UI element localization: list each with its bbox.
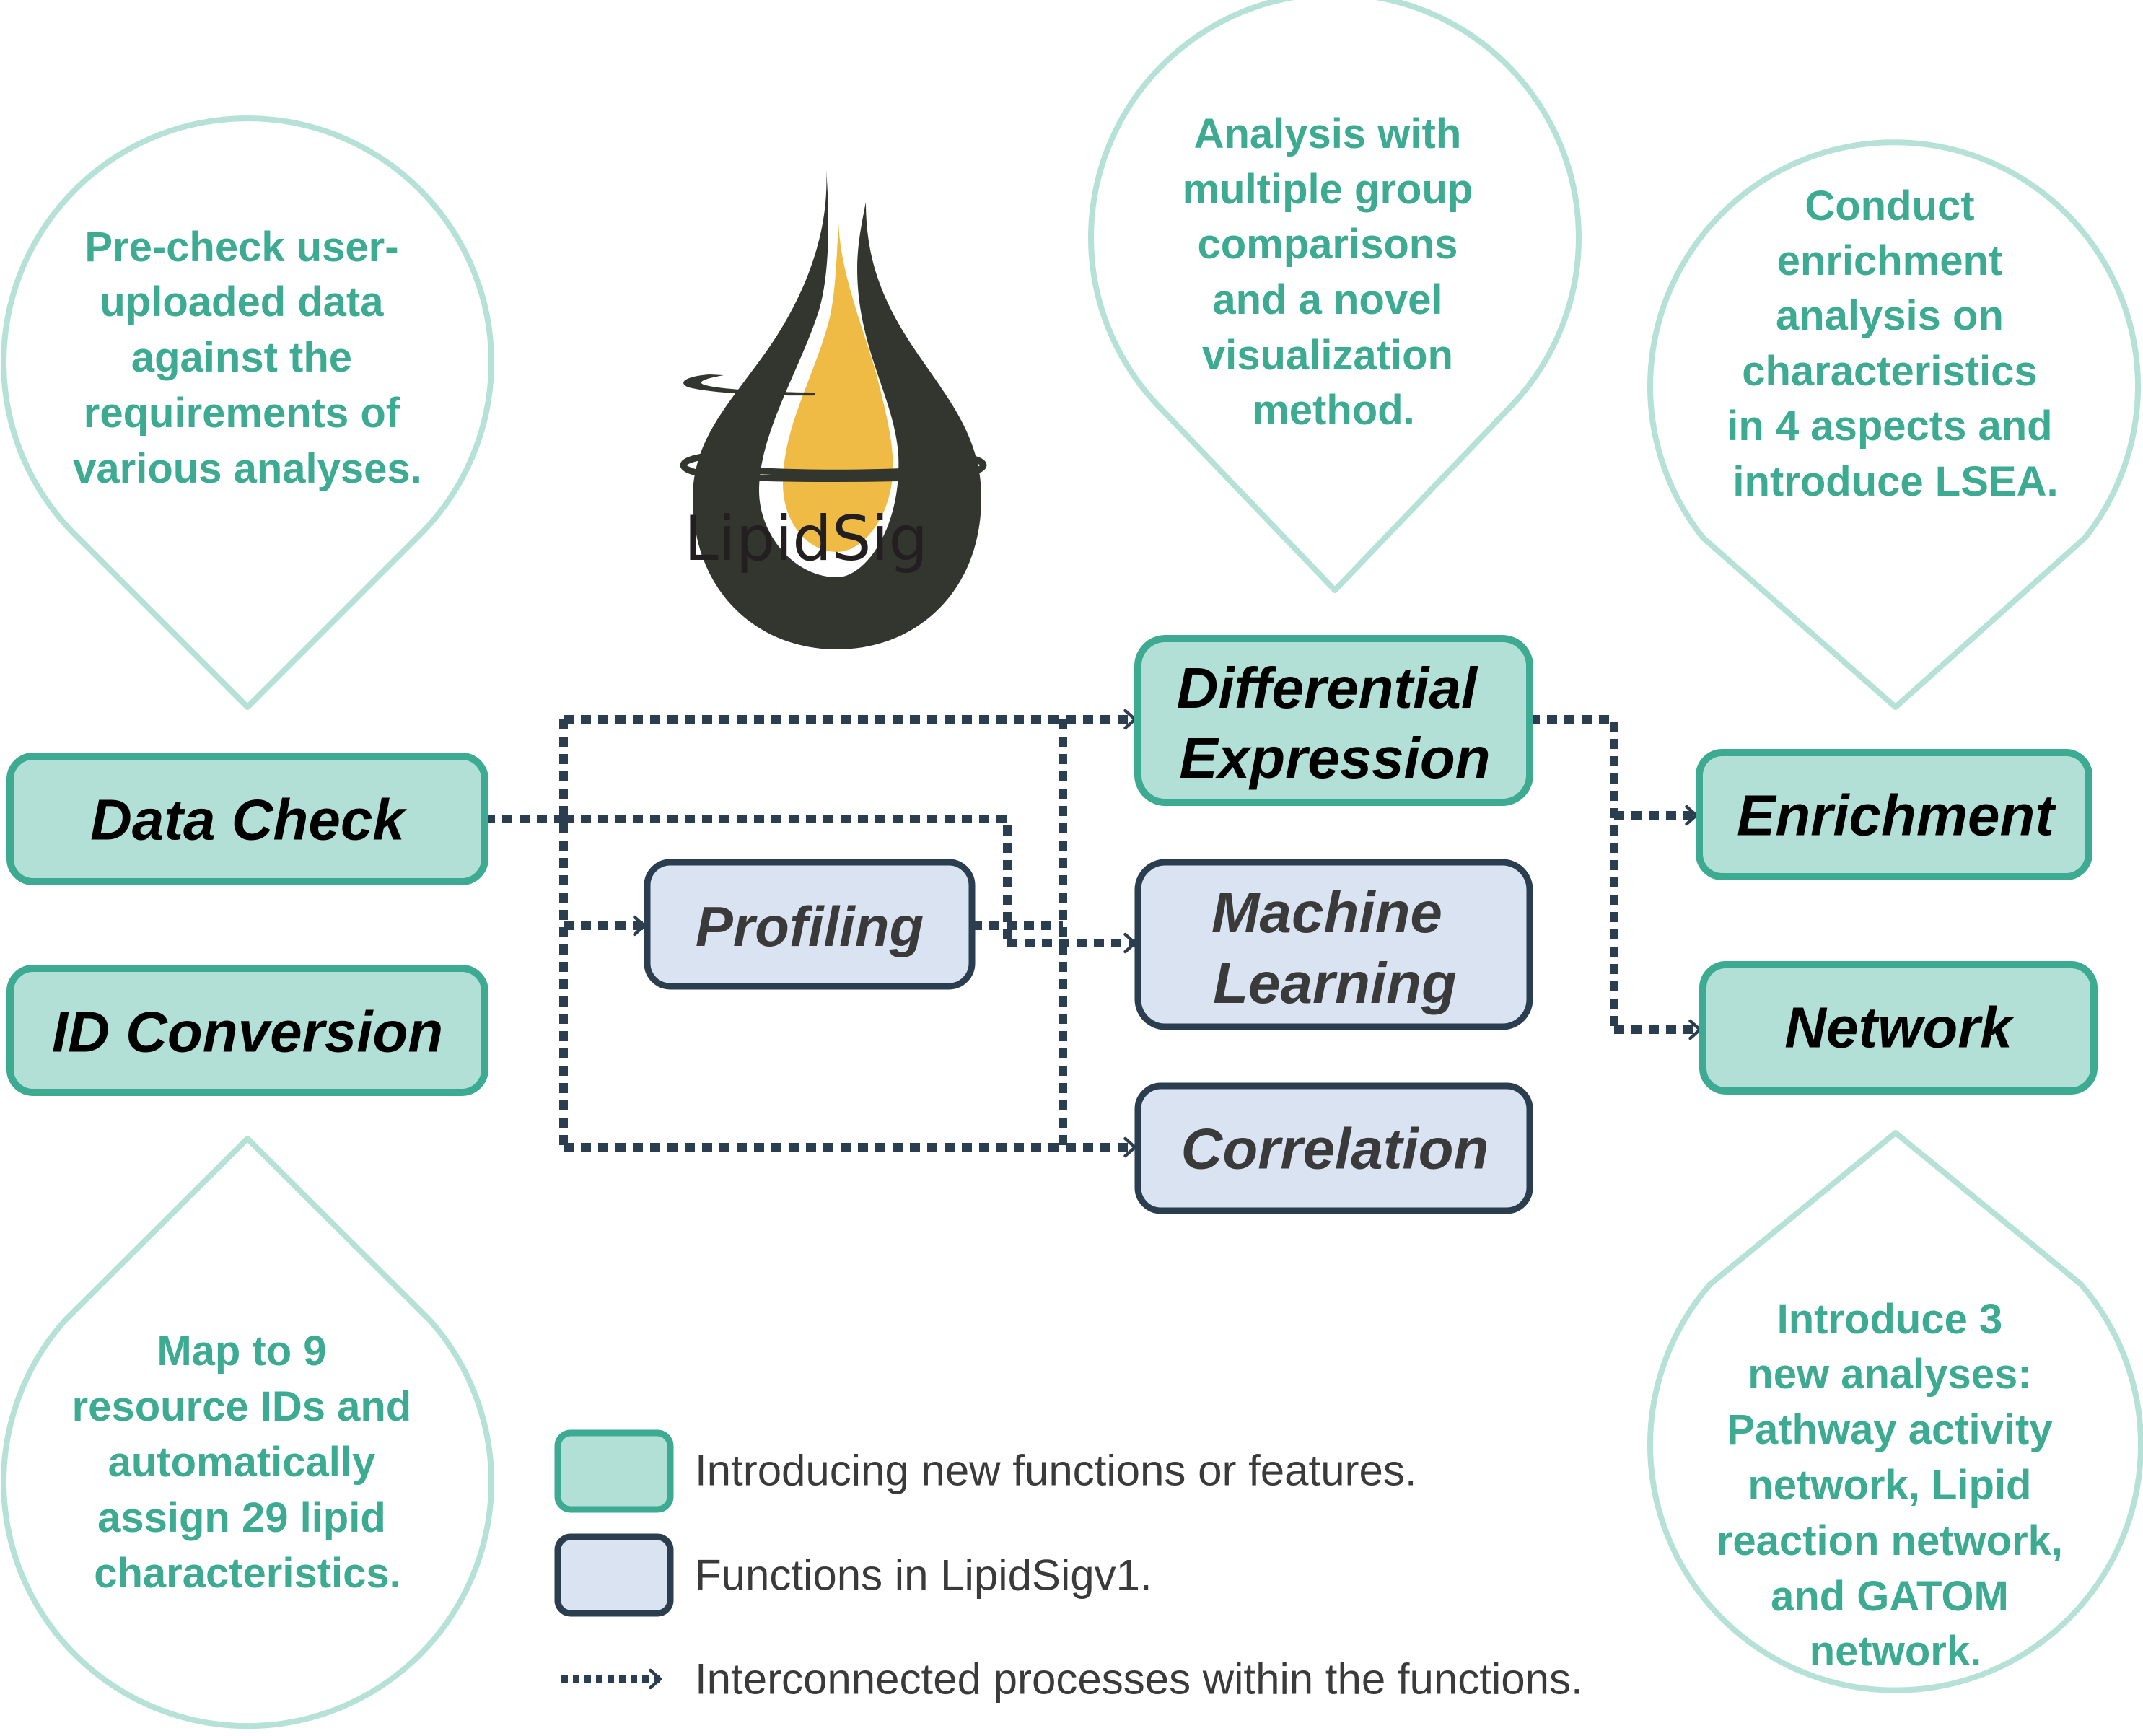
node-label: Correlation [1181, 1117, 1489, 1181]
callout-data-check: Pre-check user- uploaded data against th… [1, 115, 494, 710]
node-profiling[interactable]: Profiling [644, 859, 976, 990]
node-differential-expression[interactable]: Differential Expression [1134, 635, 1533, 806]
node-label: Profiling [696, 895, 924, 958]
node-machine-learning[interactable]: Machine Learning [1134, 859, 1533, 1030]
callout-enrichment: Conduct enrichment analysis on character… [1647, 139, 2141, 710]
node-data-check[interactable]: Data Check [6, 753, 488, 885]
callout-pin-shape [1647, 139, 2141, 710]
legend-label-new: Introducing new functions or features. [695, 1447, 1417, 1495]
node-label: Data Check [90, 788, 407, 852]
connector-de-out [1530, 715, 1618, 1030]
legend-item-arrow: Interconnected processes within the func… [561, 1655, 1583, 1704]
logo-wordmark: LipidSig [684, 503, 928, 575]
legend-item-new: Introducing new functions or features. [554, 1429, 1417, 1513]
function-nodes: Data Check ID Conversion Profiling Diffe… [6, 635, 2098, 1214]
legend-swatch-new [554, 1429, 674, 1513]
legend-item-v1: Functions in LipidSigv1. [554, 1533, 1152, 1617]
legend-label-arrow: Interconnected processes within the func… [695, 1655, 1583, 1704]
legend-swatch-v1 [554, 1533, 674, 1617]
callout-text: Map to 9 resource IDs and automatically … [72, 1328, 424, 1597]
node-label: Machine Learning [1211, 880, 1458, 1015]
node-label: Enrichment [1737, 784, 2056, 848]
callout-pin-shape [1, 1136, 494, 1730]
legend: Introducing new functions or features. F… [554, 1429, 1583, 1704]
legend-label-v1: Functions in LipidSigv1. [695, 1551, 1152, 1600]
lipidsig-logo: LipidSig [680, 170, 987, 649]
node-id-conversion[interactable]: ID Conversion [6, 965, 488, 1096]
callout-id-conversion: Map to 9 resource IDs and automatically … [1, 1136, 494, 1730]
callout-pin-shape [1088, 0, 1582, 593]
callout-pin-shape [1, 115, 494, 710]
callout-text: Introduce 3 new analyses: Pathway activi… [1717, 1296, 2074, 1675]
callout-network: Introduce 3 new analyses: Pathway activi… [1647, 1130, 2143, 1693]
callout-text: Pre-check user- uploaded data against th… [73, 224, 422, 492]
callout-differential-expression: Analysis with multiple group comparisons… [1088, 0, 1582, 593]
node-network[interactable]: Network [1699, 961, 2098, 1095]
node-correlation[interactable]: Correlation [1134, 1082, 1533, 1214]
callout-text: Conduct enrichment analysis on character… [1727, 183, 2064, 505]
node-enrichment[interactable]: Enrichment [1696, 749, 2092, 880]
connectors [485, 709, 1702, 1158]
node-label: Network [1784, 996, 2015, 1060]
callout-text: Analysis with multiple group comparisons… [1183, 110, 1485, 434]
connector-datacheck-to-ml-route [564, 815, 1012, 943]
callout-pin-shape [1647, 1130, 2143, 1693]
oil-drop-icon [680, 170, 987, 649]
node-label: Differential Expression [1177, 656, 1494, 790]
node-label: ID Conversion [52, 1000, 443, 1064]
